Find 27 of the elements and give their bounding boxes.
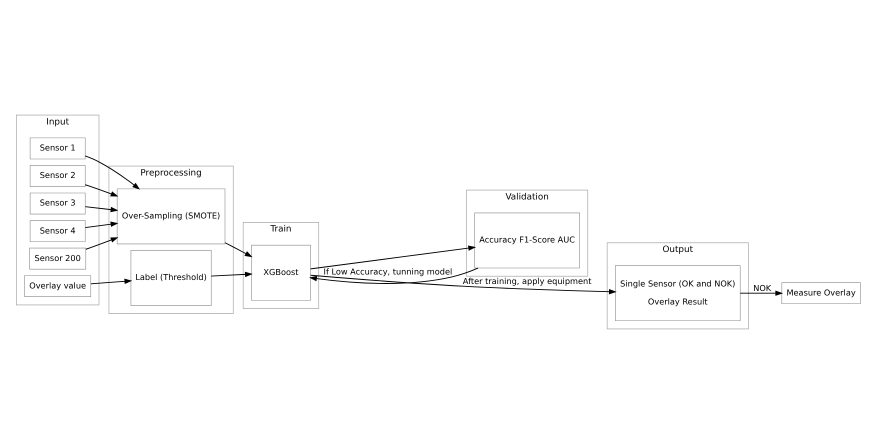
- node-box: Overlay value: [24, 274, 92, 297]
- node-box: Sensor 3: [30, 192, 86, 214]
- arrow: [224, 242, 253, 257]
- arrow: [309, 267, 479, 284]
- arrow: [310, 274, 617, 294]
- node-box: Sensor 4: [30, 220, 86, 242]
- node-box: Single Sensor (OK and NOK) Overlay Result: [615, 264, 740, 321]
- node-box: Sensor 200: [29, 247, 86, 269]
- node-box: Measure Overlay: [782, 282, 861, 304]
- node-box: Sensor 1: [30, 137, 86, 159]
- arrow: [84, 206, 118, 212]
- node-box: XGBoost: [251, 244, 311, 300]
- node-box: Sensor 2: [30, 164, 86, 186]
- arrow: [84, 221, 118, 228]
- arrow: [84, 184, 118, 196]
- edge-label: NOK: [753, 282, 772, 292]
- arrow: [740, 290, 784, 296]
- arrow: [85, 236, 118, 250]
- node-box: Accuracy F1-Score AUC: [474, 212, 580, 268]
- arrow: [84, 155, 140, 190]
- arrow: [310, 244, 476, 269]
- edge-label: After training, apply equipment: [462, 275, 592, 286]
- arrow: [210, 271, 253, 277]
- edge-label: If Low Accuracy, tunning model: [324, 266, 452, 276]
- arrow: [90, 278, 132, 284]
- node-box: Label (Threshold): [130, 250, 212, 306]
- node-box: Over-Sampling (SMOTE): [116, 188, 226, 244]
